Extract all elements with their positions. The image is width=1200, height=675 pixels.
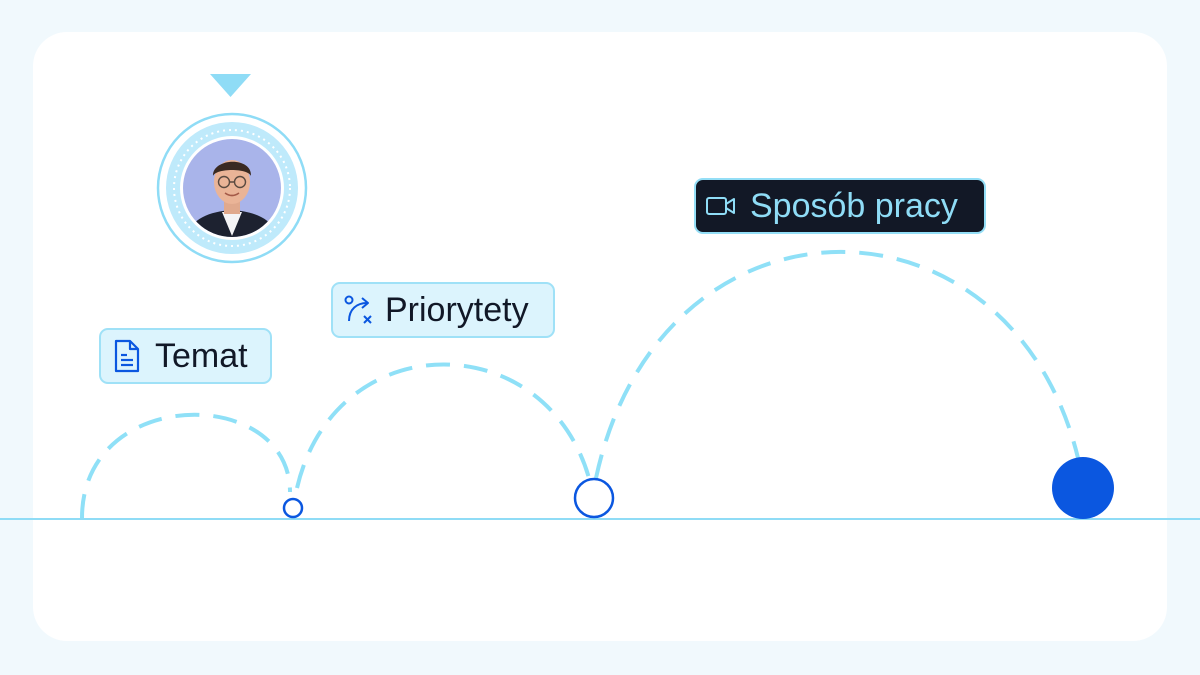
tag-priorytety: Priorytety: [331, 282, 555, 338]
document-icon: [113, 338, 141, 374]
video-camera-icon: [705, 194, 737, 218]
tag-temat: Temat: [99, 328, 272, 384]
avatar: [156, 112, 308, 264]
dashed-arc-3: [594, 249, 1080, 479]
point-small: [282, 497, 304, 519]
tag-sposob-pracy-label: Sposób pracy: [750, 187, 958, 225]
route-icon: [343, 293, 375, 327]
tag-sposob-pracy: Sposób pracy: [694, 178, 986, 234]
triangle-down-icon: [210, 74, 251, 97]
point-medium: [573, 477, 615, 519]
tag-priorytety-label: Priorytety: [385, 291, 529, 329]
point-large: [1052, 457, 1114, 519]
dashed-arc-1: [80, 412, 292, 519]
person-photo-avatar: [156, 112, 308, 264]
dashed-arc-2: [295, 362, 591, 489]
tag-temat-label: Temat: [155, 337, 248, 375]
